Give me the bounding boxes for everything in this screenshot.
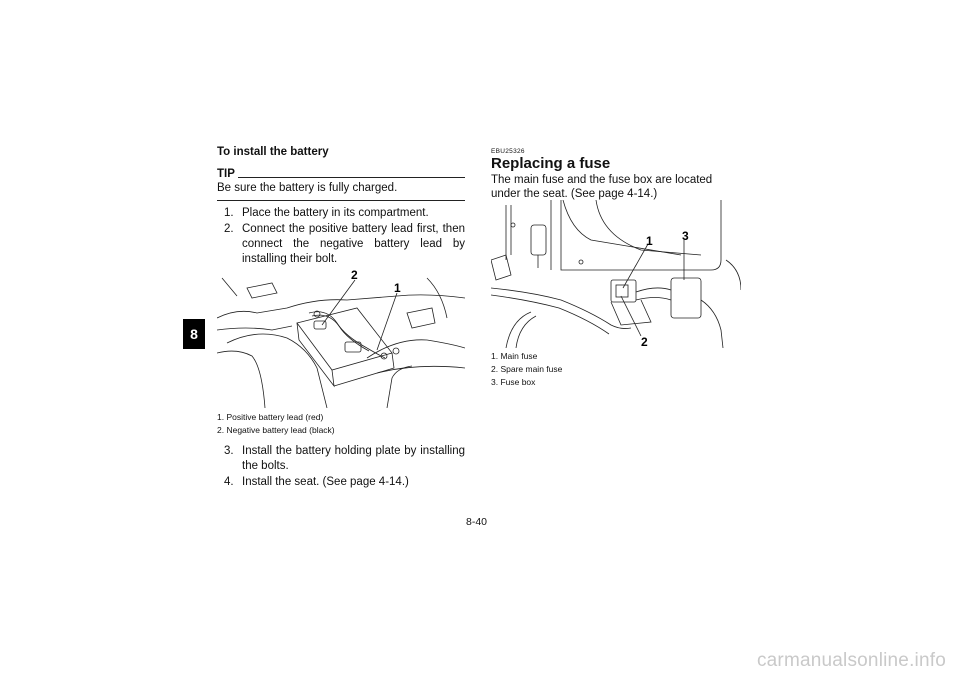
caption-2: 2. Spare main fuse bbox=[491, 364, 563, 374]
section-code: EBU25326 bbox=[491, 148, 525, 155]
chapter-tab: 8 bbox=[183, 319, 205, 349]
page-number: 8-40 bbox=[466, 516, 488, 528]
tip-bottom-rule bbox=[217, 200, 465, 201]
fuse-figure-captions: 1. Main fuse 2. Spare main fuse 3. Fuse … bbox=[491, 350, 562, 389]
heading-replacing-fuse: Replacing a fuse bbox=[491, 155, 611, 172]
callout-1: 1 bbox=[394, 281, 401, 295]
step-4: 4. Install the seat. (See page 4-14.) bbox=[224, 476, 409, 488]
subheading-install-battery: To install the battery bbox=[217, 146, 329, 158]
battery-figure-captions: 1. Positive battery lead (red) 2. Negati… bbox=[217, 411, 335, 437]
step-1: 1. Place the battery in its compartment. bbox=[224, 207, 429, 219]
battery-figure: 2 1 bbox=[217, 268, 465, 408]
tip-rule bbox=[237, 177, 465, 178]
caption-1: 1. Positive battery lead (red) bbox=[217, 412, 324, 422]
tip-text: Be sure the battery is fully charged. bbox=[217, 182, 398, 194]
step-3: 3. Install the battery holding plate by … bbox=[224, 445, 465, 472]
install-steps-b: 3. Install the battery holding plate by … bbox=[217, 444, 465, 491]
callout-3: 3 bbox=[682, 229, 689, 243]
fuse-figure: 1 3 2 bbox=[491, 200, 741, 348]
callout-2: 2 bbox=[641, 335, 648, 348]
tip-header: TIP bbox=[217, 168, 465, 180]
callout-1: 1 bbox=[646, 234, 653, 248]
fuse-intro-text: The main fuse and the fuse box are locat… bbox=[491, 174, 713, 200]
step-2: 2. Connect the positive battery lead fir… bbox=[224, 223, 465, 265]
callout-2: 2 bbox=[351, 268, 358, 282]
watermark: carmanualsonline.info bbox=[756, 650, 946, 671]
tip-label: TIP bbox=[217, 168, 235, 180]
caption-3: 3. Fuse box bbox=[491, 377, 536, 387]
caption-2: 2. Negative battery lead (black) bbox=[217, 425, 335, 435]
install-steps-a: 1. Place the battery in its compartment.… bbox=[217, 206, 465, 268]
caption-1: 1. Main fuse bbox=[491, 351, 538, 361]
